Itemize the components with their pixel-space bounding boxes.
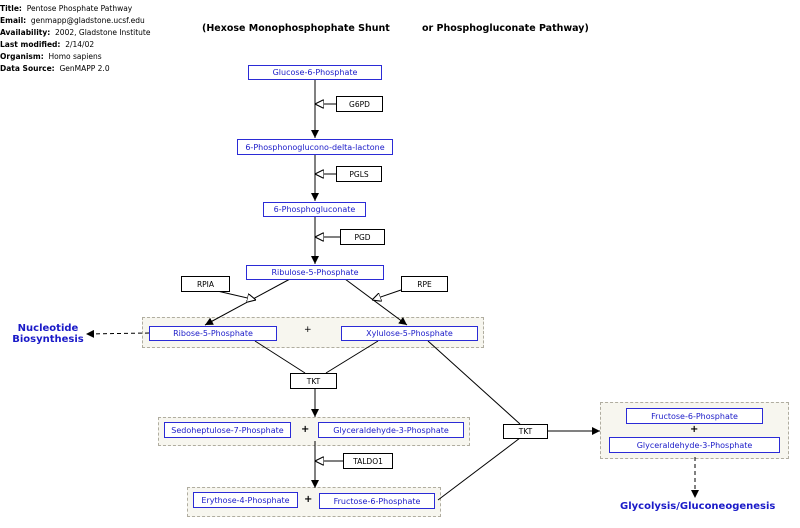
- metabolite-g6p[interactable]: Glucose-6-Phosphate: [248, 65, 382, 80]
- enzyme-tkt-2[interactable]: TKT: [503, 424, 548, 439]
- metabolite-ru5p[interactable]: Ribulose-5-Phosphate: [246, 265, 384, 280]
- info-email: Email: genmapp@gladstone.ucsf.edu: [0, 16, 145, 25]
- plus-sign: +: [304, 494, 313, 505]
- plus-sign: +: [304, 325, 312, 335]
- metabolite-r5p[interactable]: Ribose-5-Phosphate: [149, 326, 277, 341]
- metabolite-pgl[interactable]: 6-Phosphonoglucono-delta-lactone: [237, 139, 393, 155]
- arrow-nucleotide: [85, 329, 150, 338]
- line-r5p-tkt: [254, 340, 306, 374]
- catalysis-rpe: [372, 289, 402, 300]
- metabolite-f6p-out[interactable]: Fructose-6-Phosphate: [626, 408, 763, 424]
- label-glycolysis[interactable]: Glycolysis/Gluconeogenesis: [620, 501, 776, 512]
- header-right: or Phosphogluconate Pathway): [422, 23, 589, 34]
- enzyme-rpe[interactable]: RPE: [401, 276, 448, 292]
- enzyme-pgls[interactable]: PGLS: [336, 166, 382, 182]
- info-organism: Organism: Homo sapiens: [0, 52, 102, 61]
- metabolite-x5p[interactable]: Xylulose-5-Phosphate: [341, 326, 478, 341]
- metabolite-s7p[interactable]: Sedoheptulose-7-Phosphate: [164, 422, 291, 438]
- info-source: Data Source: GenMAPP 2.0: [0, 64, 110, 73]
- arrow-ru5p-x5p: [344, 278, 408, 326]
- header-left: (Hexose Monophosphophate Shunt: [202, 23, 390, 34]
- metabolite-pgc[interactable]: 6-Phosphogluconate: [263, 202, 366, 217]
- label-nucleotide-biosynthesis[interactable]: Nucleotide Biosynthesis: [12, 323, 84, 345]
- metabolite-ga3p-out[interactable]: Glyceraldehyde-3-Phosphate: [609, 437, 780, 453]
- enzyme-rpia[interactable]: RPIA: [181, 276, 230, 292]
- enzyme-taldo1[interactable]: TALDO1: [343, 453, 393, 469]
- info-modified: Last modified: 2/14/02: [0, 40, 95, 49]
- line-x5p-tkt: [325, 340, 379, 374]
- plus-sign: +: [301, 424, 310, 435]
- info-block: Title: Pentose Phosphate Pathway Email: …: [0, 3, 150, 75]
- enzyme-pgd[interactable]: PGD: [340, 229, 385, 245]
- metabolite-f6p[interactable]: Fructose-6-Phosphate: [319, 493, 435, 509]
- line-x5p-tkt2: [427, 340, 521, 425]
- plus-sign: +: [690, 424, 699, 435]
- enzyme-g6pd[interactable]: G6PD: [336, 96, 383, 112]
- info-title: Title: Pentose Phosphate Pathway: [0, 4, 133, 13]
- metabolite-e4p[interactable]: Erythose-4-Phosphate: [193, 492, 298, 508]
- info-availability: Availability: 2002, Gladstone Institute: [0, 28, 151, 37]
- line-f6p-tkt2: [437, 437, 521, 501]
- enzyme-tkt[interactable]: TKT: [290, 373, 337, 389]
- metabolite-ga3p[interactable]: Glyceraldehyde-3-Phosphate: [318, 422, 464, 438]
